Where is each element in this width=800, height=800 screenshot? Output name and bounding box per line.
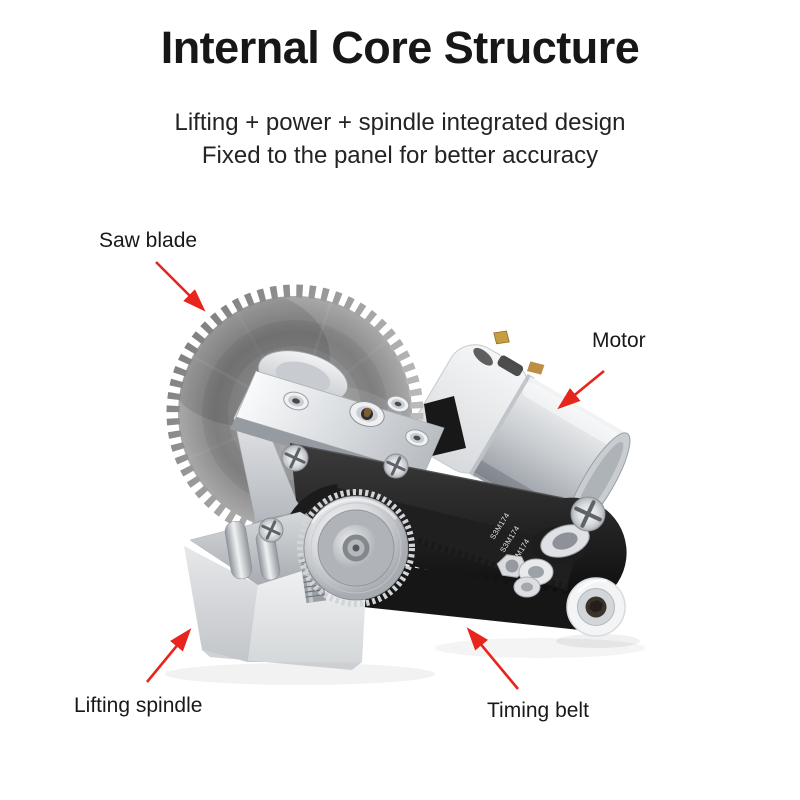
page-subtitle: Lifting + power + spindle integrated des… [0, 106, 800, 172]
arrow-timing-belt [466, 627, 520, 690]
phillips-screw [383, 453, 409, 479]
callout-label-timing-belt: Timing belt [487, 699, 589, 722]
motor-cap-slot [473, 347, 493, 366]
callout-arrows [145, 261, 605, 690]
socket-screw [386, 395, 410, 413]
callout-label-motor: Motor [592, 329, 646, 352]
motor-shaft-cap [566, 577, 626, 637]
guide-post [224, 520, 253, 580]
phillips-screw [258, 517, 284, 543]
belt-teeth [349, 553, 579, 603]
pulley-teeth [297, 489, 415, 607]
saw-blade-teeth [166, 284, 424, 542]
arrow-saw-blade [155, 261, 206, 312]
socket-screw [283, 391, 309, 411]
socket-screw [405, 429, 429, 447]
subtitle-line-1: Lifting + power + spindle integrated des… [174, 109, 626, 136]
shaft-bearing [540, 524, 590, 558]
subtitle-line-2: Fixed to the panel for better accuracy [201, 142, 599, 169]
spindle-pulley-illustration [297, 489, 415, 607]
phillips-screw [570, 496, 606, 532]
arrow-motor [557, 369, 605, 410]
motor-terminal [493, 330, 510, 345]
callout-label-saw-blade: Saw blade [99, 229, 198, 252]
page-title: Internal Core Structure [160, 22, 640, 73]
spindle-center-screw [349, 400, 385, 428]
callout-label-lifting-spindle: Lifting spindle [74, 694, 203, 717]
arrow-lifting-spindle [145, 628, 192, 683]
phillips-screw [281, 444, 309, 472]
shaft-washer [513, 576, 541, 598]
motor-terminal-wire [526, 361, 545, 375]
